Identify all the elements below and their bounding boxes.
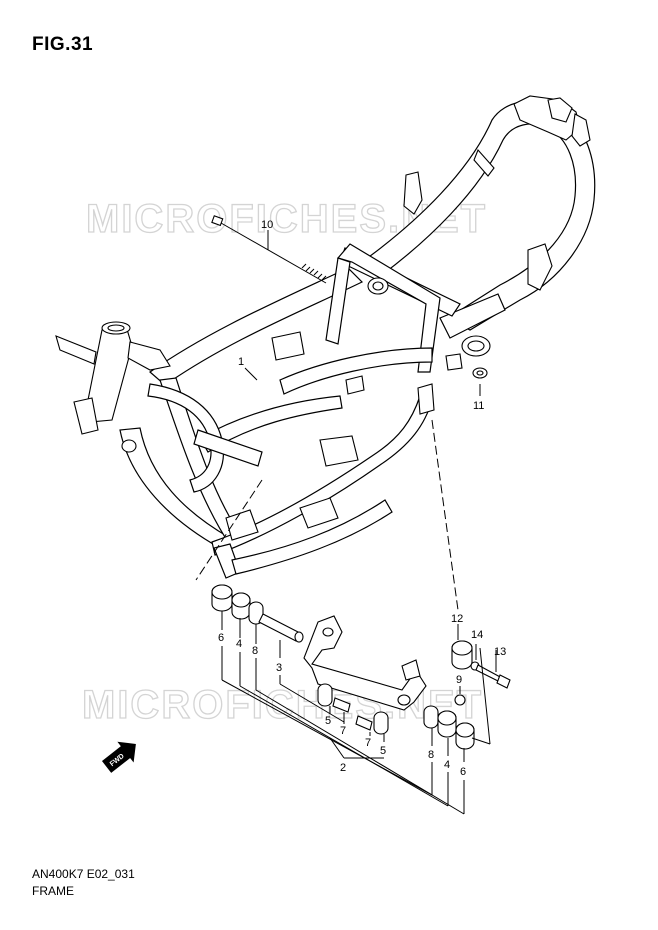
leader-lines bbox=[221, 230, 497, 815]
figure-title: FIG.31 bbox=[32, 34, 94, 55]
callout-3: 3 bbox=[276, 662, 282, 674]
frame-body bbox=[55, 95, 596, 579]
callout-8-right: 8 bbox=[428, 749, 434, 761]
callout-5-right: 5 bbox=[380, 745, 386, 757]
callout-11: 11 bbox=[473, 400, 484, 412]
callout-6-right: 6 bbox=[460, 766, 466, 778]
fwd-arrow-icon: FWD bbox=[101, 741, 136, 773]
callout-7-right: 7 bbox=[365, 737, 371, 749]
callout-5-left: 5 bbox=[325, 715, 331, 727]
callout-10: 10 bbox=[261, 219, 273, 231]
callout-1: 1 bbox=[238, 356, 244, 368]
callout-8-left: 8 bbox=[252, 645, 258, 657]
link-line-right bbox=[431, 419, 459, 611]
callout-12: 12 bbox=[451, 613, 463, 625]
bolt-10 bbox=[211, 215, 327, 284]
mount-parts bbox=[211, 584, 511, 750]
callout-4-right: 4 bbox=[444, 759, 450, 771]
link-line-left bbox=[195, 479, 263, 581]
figure-name: FRAME bbox=[32, 884, 74, 898]
callout-2: 2 bbox=[340, 762, 346, 774]
callout-14: 14 bbox=[471, 629, 483, 641]
callout-4-left: 4 bbox=[236, 638, 242, 650]
nut-11 bbox=[472, 367, 488, 379]
callout-9: 9 bbox=[456, 674, 462, 686]
callout-7-left: 7 bbox=[340, 725, 346, 737]
figure-code: AN400K7 E02_031 bbox=[32, 867, 135, 881]
callout-13: 13 bbox=[494, 646, 506, 658]
callout-6-left: 6 bbox=[218, 632, 224, 644]
